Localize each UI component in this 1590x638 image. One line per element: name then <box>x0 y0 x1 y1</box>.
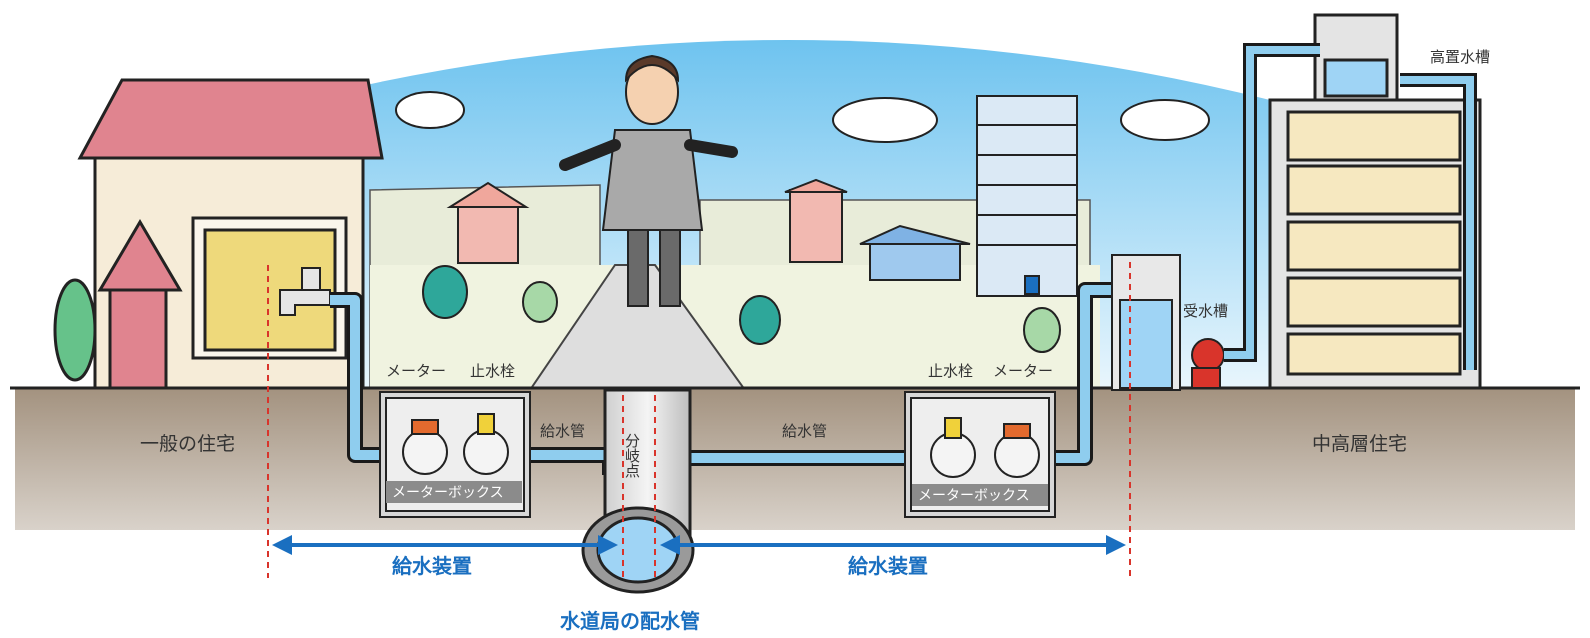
label-supply-pipe-right: 給水管 <box>782 422 827 440</box>
label-meter-right: メーター <box>993 362 1053 380</box>
label-meter-left: メーター <box>386 362 446 380</box>
label-supply-device-left: 給水装置 <box>392 554 472 578</box>
distribution-main-pipe <box>581 388 695 594</box>
faucet-icon <box>279 267 331 316</box>
label-house: 一般の住宅 <box>140 433 235 455</box>
label-supply-device-right: 給水装置 <box>848 554 928 578</box>
receiving-tank <box>1111 254 1181 391</box>
label-branch-point: 分岐点 <box>623 433 641 478</box>
label-stopcock-left: 止水栓 <box>470 362 515 380</box>
label-receiving-tank: 受水槽 <box>1183 302 1228 320</box>
general-house <box>53 78 384 390</box>
label-meter-box-left: メーターボックス <box>392 485 504 501</box>
label-distribution-main: 水道局の配水管 <box>560 609 700 633</box>
supply-device-arrows <box>272 535 1126 555</box>
meter-box-left-label-bg <box>386 481 522 503</box>
label-meter-box-right: メーターボックス <box>918 488 1030 504</box>
label-stopcock-right: 止水栓 <box>928 362 973 380</box>
label-supply-pipe-left: 給水管 <box>540 422 585 440</box>
office-building <box>976 95 1078 297</box>
trees <box>422 265 1061 353</box>
cloud-icon <box>395 91 1210 143</box>
distant-houses <box>446 178 971 281</box>
apartment-building <box>1268 13 1482 390</box>
meter-box-right-label-bg <box>912 484 1048 506</box>
label-elevated-tank: 高置水槽 <box>1430 48 1490 66</box>
guide-person <box>559 54 738 307</box>
pump-icon <box>1191 338 1225 389</box>
label-apartment: 中高層住宅 <box>1312 433 1407 455</box>
boundary-lines <box>267 262 1131 578</box>
